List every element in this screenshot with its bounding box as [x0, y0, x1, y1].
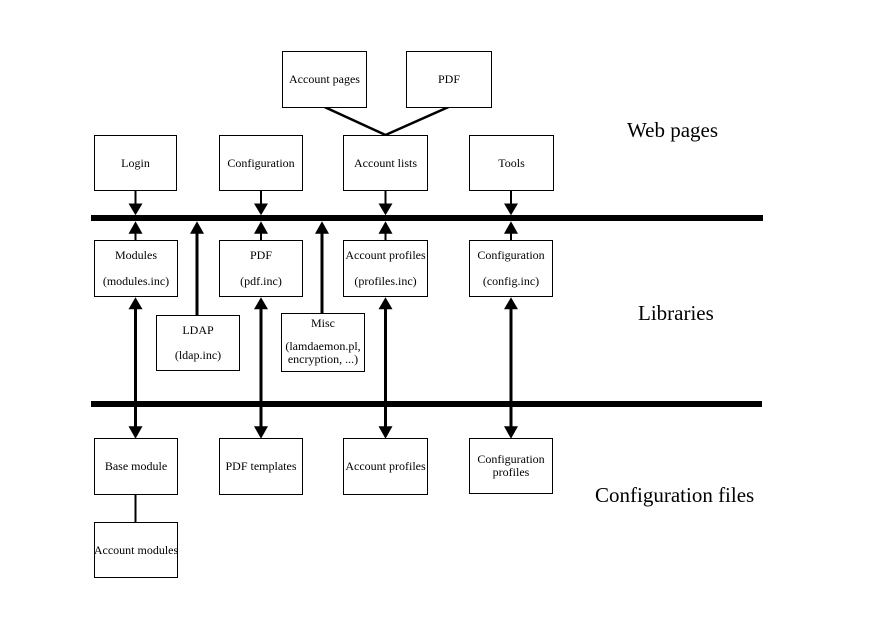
box-pdf-lib: PDF (pdf.inc): [219, 240, 303, 297]
box-label: Account modules: [93, 542, 179, 557]
up-arrowhead: [128, 221, 143, 234]
box-sublabel-line2: encryption, ...): [287, 352, 359, 366]
box-label: Configuration: [477, 248, 545, 262]
arrow-ldap-to-interface: [190, 221, 204, 316]
box-account-profiles-file: Account profiles: [343, 438, 428, 495]
up-arrowhead: [128, 297, 143, 310]
box-configuration-profiles-file: Configuration profiles: [469, 438, 553, 494]
up-arrowhead: [378, 297, 393, 310]
box-login: Login: [94, 135, 177, 191]
box-ldap-lib: LDAP (ldap.inc): [156, 315, 240, 371]
arrow-config-lib-config-profiles: [504, 297, 518, 439]
down-arrowhead: [504, 203, 518, 216]
box-tools: Tools: [469, 135, 554, 191]
down-arrowhead: [128, 426, 143, 439]
arrow-pdf-lib-pdf-templates: [254, 297, 268, 439]
box-account-lists: Account lists: [343, 135, 428, 191]
box-pdf-page: PDF: [406, 51, 492, 108]
connector-pdf-to-account-lists: [384, 105, 450, 137]
box-sublabel-line1: (lamdaemon.pl,: [285, 339, 361, 353]
down-arrowhead: [504, 426, 518, 439]
box-label: Misc: [311, 316, 335, 330]
box-sublabel: (lamdaemon.pl, encryption, ...): [285, 340, 360, 366]
up-arrowhead: [504, 221, 518, 234]
diagonal-line: [323, 105, 387, 137]
box-account-profiles-lib: Account profiles (profiles.inc): [343, 240, 428, 297]
box-pdf-templates: PDF templates: [219, 438, 303, 495]
down-arrowhead: [128, 203, 143, 216]
diagonal-line: [384, 105, 450, 137]
up-arrowhead: [190, 221, 204, 234]
box-label: Account pages: [289, 72, 360, 86]
box-label: Account profiles: [345, 248, 426, 262]
box-label: Login: [121, 155, 150, 170]
box-sublabel: (pdf.inc): [240, 274, 282, 288]
arrow-profiles-lib-account-profiles: [378, 297, 393, 439]
box-label: Configuration: [227, 155, 295, 170]
down-arrowhead: [254, 426, 268, 439]
layer-label-configuration-files: Configuration files: [595, 483, 755, 507]
down-arrowhead: [254, 203, 268, 216]
up-arrowhead: [504, 297, 518, 310]
arrow-login-interface: [128, 191, 143, 241]
arrow-modules-base-module: [128, 297, 143, 439]
arrow-configuration-interface: [254, 191, 268, 241]
box-misc-lib: Misc (lamdaemon.pl, encryption, ...): [281, 313, 365, 372]
box-account-modules: Account modules: [94, 522, 178, 578]
box-sublabel: (ldap.inc): [174, 348, 222, 362]
down-arrowhead: [378, 426, 393, 439]
box-configuration-page: Configuration: [219, 135, 303, 191]
box-label: Base module: [104, 459, 168, 473]
arrow-account-lists-interface: [378, 191, 393, 241]
layer-label-libraries: Libraries: [638, 301, 714, 325]
box-label: PDF: [437, 72, 460, 86]
box-label: Tools: [498, 155, 525, 170]
connector-account-pages-to-account-lists: [323, 105, 387, 137]
box-account-pages: Account pages: [282, 51, 367, 108]
up-arrowhead: [254, 221, 268, 234]
arrow-tools-interface: [504, 191, 518, 241]
up-arrowhead: [378, 221, 393, 234]
box-sublabel: (profiles.inc): [354, 274, 417, 288]
box-base-module: Base module: [94, 438, 178, 495]
box-label: Modules: [115, 248, 157, 262]
box-label: Account lists: [354, 155, 417, 170]
layer-label-web-pages: Web pages: [627, 118, 719, 142]
box-configuration-lib: Configuration (config.inc): [469, 240, 553, 297]
down-arrowhead: [378, 203, 393, 216]
box-modules-lib: Modules (modules.inc): [94, 240, 178, 297]
box-label: PDF: [249, 248, 272, 262]
box-label: LDAP: [182, 323, 214, 337]
box-label-line2: profiles: [492, 465, 530, 479]
box-sublabel: (modules.inc): [102, 274, 170, 288]
up-arrowhead: [315, 221, 329, 234]
box-label: PDF templates: [225, 459, 297, 473]
box-label: Account profiles: [345, 459, 426, 473]
arrow-misc-to-interface: [315, 221, 329, 314]
box-label: Configuration: [477, 452, 545, 466]
up-arrowhead: [254, 297, 268, 310]
box-sublabel: (config.inc): [482, 274, 540, 288]
